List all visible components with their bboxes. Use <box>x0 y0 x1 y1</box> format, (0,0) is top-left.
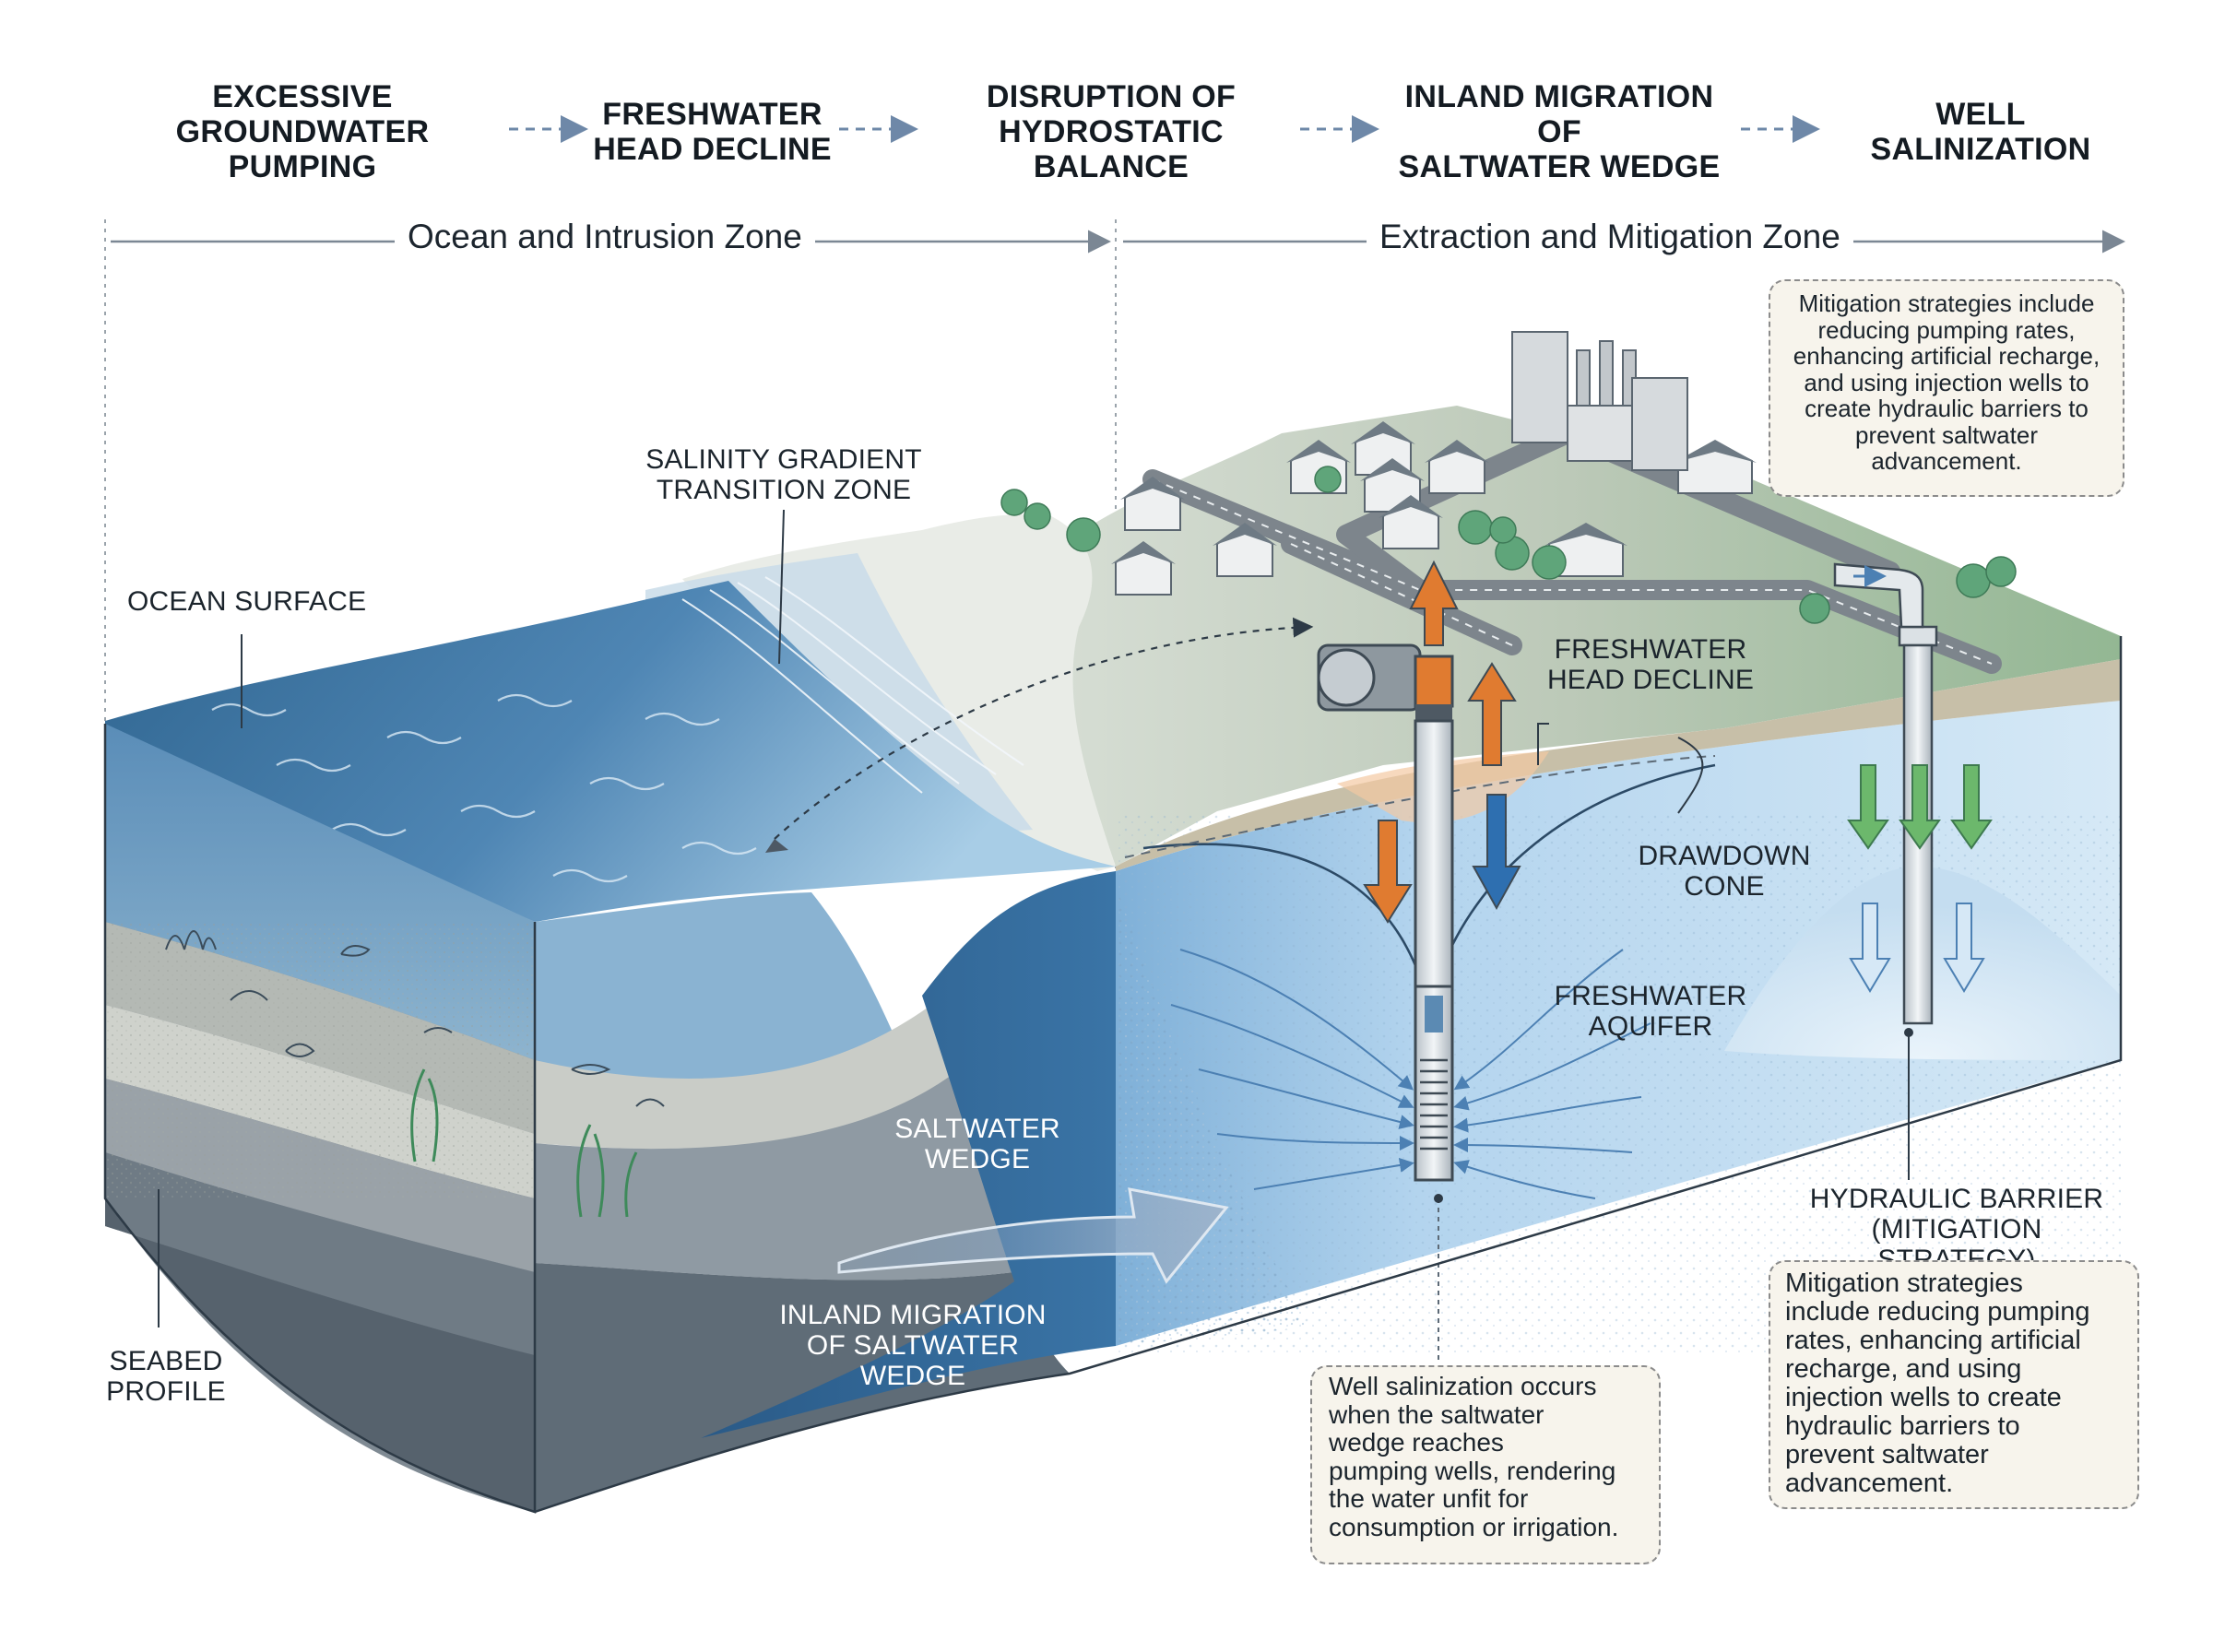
label-inland-migration: INLAND MIGRATION OF SALTWATER WEDGE <box>756 1300 1070 1391</box>
label-saltwater-wedge: SALTWATER WEDGE <box>885 1114 1070 1174</box>
note-mitigation-upper: Mitigation strategies include reducing p… <box>1769 279 2124 497</box>
flow-step-well-salinization: WELL SALINIZATION <box>1824 90 2137 173</box>
injection-arrows <box>1849 765 1991 848</box>
label-seabed-profile: SEABED PROFILE <box>92 1346 240 1407</box>
zone-label-ocean: Ocean and Intrusion Zone <box>395 218 815 256</box>
zone-label-extraction: Extraction and Mitigation Zone <box>1367 218 1853 256</box>
flow-step-head-decline: FRESHWATER HEAD DECLINE <box>590 90 834 173</box>
flow-step-migration: INLAND MIGRATION OF SALTWATER WEDGE <box>1379 90 1739 173</box>
note-mitigation-lower: Mitigation strategies include reducing p… <box>1769 1260 2139 1509</box>
label-drawdown-cone: DRAWDOWN CONE <box>1632 841 1817 902</box>
label-freshwater-aquifer: FRESHWATER AQUIFER <box>1540 981 1761 1042</box>
note-well-salinization: Well salinization occurs when the saltwa… <box>1310 1365 1661 1564</box>
flow-step-hydrostatic: DISRUPTION OF HYDROSTATIC BALANCE <box>922 90 1300 173</box>
flow-step-pumping: EXCESSIVE GROUNDWATER PUMPING <box>100 90 505 173</box>
label-freshwater-head-decline: FRESHWATER HEAD DECLINE <box>1540 634 1761 695</box>
label-ocean-surface: OCEAN SURFACE <box>127 586 366 617</box>
label-salinity-gradient: SALINITY GRADIENT TRANSITION ZONE <box>636 444 931 505</box>
